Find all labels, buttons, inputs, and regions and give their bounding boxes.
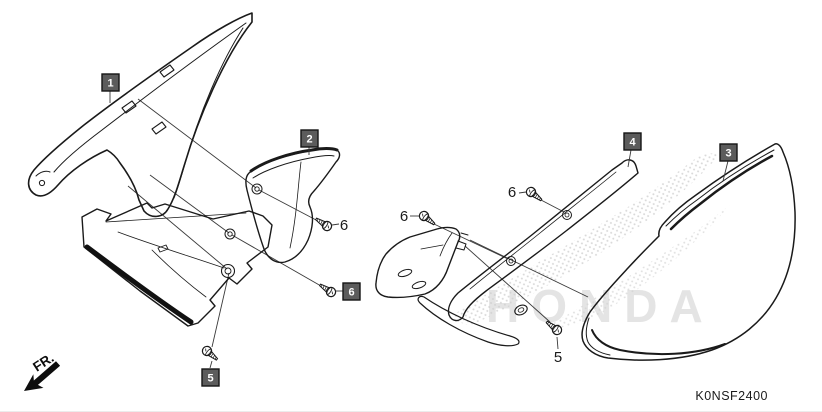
callout-6[interactable]: 6 [342, 282, 361, 301]
callout-box[interactable] [201, 368, 220, 387]
leader-lines [127, 98, 589, 369]
callout-number: 4 [629, 137, 636, 149]
plain-callouts: 6 6 6 5 [340, 184, 562, 366]
callout-3[interactable]: 3 [719, 143, 738, 182]
callout-number: 6 [348, 287, 354, 299]
fr-direction-arrow: FR. [24, 350, 61, 391]
wing-mark-watermark [448, 152, 722, 326]
diagram-code: K0NSF2400 [695, 389, 768, 403]
callout-5[interactable]: 5 [201, 368, 220, 387]
screw-icon [316, 280, 338, 299]
callout-box[interactable] [719, 143, 738, 162]
callout-4[interactable]: 4 [623, 132, 642, 168]
callout-number-plain[interactable]: 6 [400, 208, 408, 225]
callout-1[interactable]: 1 [101, 73, 120, 103]
part-4-rail-cover [417, 159, 639, 347]
callout-number-plain[interactable]: 5 [554, 349, 562, 366]
callout-number: 1 [107, 78, 113, 90]
boxed-callouts: 1 2 3 4 5 6 [101, 73, 738, 387]
callout-number-plain[interactable]: 6 [508, 184, 516, 201]
arrow-icon [24, 361, 61, 391]
callout-box[interactable] [623, 132, 642, 151]
callout-number-plain[interactable]: 6 [340, 217, 348, 234]
screw-icon [416, 208, 438, 229]
callout-number: 2 [306, 134, 312, 146]
callout-box[interactable] [342, 282, 361, 301]
screw-icon [199, 343, 221, 364]
callout-number: 5 [207, 373, 213, 385]
callout-box[interactable] [300, 129, 319, 148]
callout-2[interactable]: 2 [300, 129, 319, 155]
part-front-cover-right [375, 226, 469, 299]
screw-icon [523, 184, 545, 205]
honda-watermark: HONDA [448, 152, 730, 332]
part-1-side-cover-frame [27, 12, 253, 218]
screw-icon [312, 214, 334, 233]
part-lower-cover-left [81, 202, 273, 327]
callout-box[interactable] [101, 73, 120, 92]
part-2-middle-cover [224, 147, 341, 264]
part-3-side-cover [581, 143, 796, 361]
callout-number: 3 [725, 148, 731, 160]
